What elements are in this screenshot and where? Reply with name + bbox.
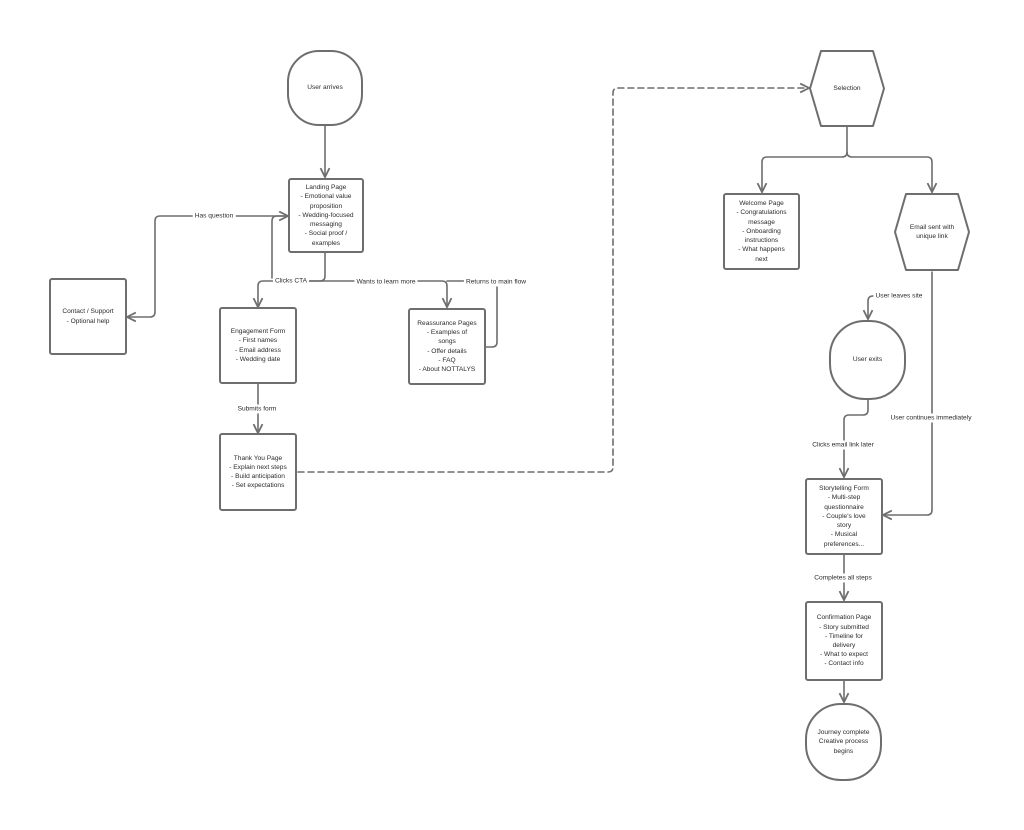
node-line: - Email address	[235, 346, 281, 354]
node-line: songs	[438, 338, 456, 346]
node-line: - Story submitted	[819, 623, 869, 631]
node-line: proposition	[309, 202, 343, 210]
node-line: - Timeline for	[824, 632, 864, 640]
edge-exits-storytelling	[844, 399, 869, 476]
edge-selection-welcome	[762, 126, 848, 191]
node-line: - Contact info	[824, 660, 864, 668]
node-contact-support: Contact / Support- Optional help	[49, 278, 127, 355]
label-wants-to-learn-more: Wants to learn more	[354, 277, 418, 287]
node-line: begins	[833, 747, 854, 755]
node-title: Contact / Support	[62, 308, 114, 316]
edge-landing-split	[309, 252, 326, 282]
node-line: - First names	[238, 337, 278, 345]
node-line: - Musical	[830, 531, 858, 539]
node-line: instructions	[744, 237, 779, 245]
label-clicks-email-link: Clicks email link later	[810, 440, 876, 450]
node-line: story	[836, 522, 852, 530]
node-title: Selection	[833, 84, 861, 92]
node-title: Reassurance Pages	[417, 319, 477, 327]
node-line: - Social proof /	[304, 230, 348, 238]
node-line: message	[748, 218, 775, 226]
node-line: - Wedding-focused	[298, 211, 354, 219]
node-thank-you-page: Thank You Page- Explain next steps - Buil…	[219, 433, 297, 511]
node-line: - Multi-step	[827, 494, 861, 502]
label-completes-all-steps: Completes all steps	[812, 573, 874, 583]
edge-landing-contact	[128, 215, 289, 317]
node-email-sent: Email sent with unique link	[894, 193, 970, 271]
edge-email-exits	[868, 295, 905, 318]
node-line: examples	[311, 239, 341, 247]
node-line: - Wedding date	[235, 355, 281, 363]
node-title: Engagement Form	[230, 328, 286, 336]
node-line: preferences...	[823, 540, 865, 548]
node-user-exits: User exits	[829, 320, 906, 400]
node-line: - Offer details	[427, 347, 467, 355]
label-returns-to-main-flow: Returns to main flow	[463, 277, 529, 287]
label-has-question: Has question	[192, 211, 236, 221]
node-title: Journey complete	[817, 729, 870, 737]
node-line: - Onboarding	[742, 227, 781, 235]
edge-to-reassurance	[309, 280, 447, 306]
label-user-leaves-site: User leaves site	[873, 291, 925, 301]
node-line: questionnaire	[824, 503, 864, 511]
edge-selection-email	[846, 151, 932, 191]
node-line: - Couple's love	[822, 512, 866, 520]
edge-email-storytelling	[884, 271, 933, 515]
node-title: Confirmation Page	[816, 614, 872, 622]
node-line: delivery	[832, 642, 856, 649]
node-line: - Emotional value	[300, 193, 352, 201]
node-title: Landing Page	[305, 184, 347, 192]
edge-to-engagement	[258, 280, 311, 306]
node-line: - Congratulations	[736, 209, 787, 217]
node-line: unique link	[916, 233, 948, 240]
node-title: Thank You Page	[233, 454, 283, 462]
edge-thankyou-selection	[297, 88, 808, 473]
label-clicks-cta: Clicks CTA	[272, 276, 310, 286]
node-title: Storytelling Form	[819, 485, 869, 493]
node-line: - What happens	[738, 246, 785, 254]
node-line: messaging	[310, 221, 342, 229]
label-user-continues: User continues immediately	[888, 413, 974, 423]
node-title: Welcome Page	[739, 200, 784, 208]
node-engagement-form: Engagement Form- First names- Email addr…	[219, 307, 297, 384]
node-line: Creative process	[818, 738, 869, 746]
node-line: - Set expectations	[231, 482, 285, 490]
label-submits-form: Submits form	[235, 404, 279, 414]
node-line: - About NOTTALYS	[418, 365, 476, 373]
node-line: - Examples of	[426, 329, 468, 337]
node-line: - FAQ	[438, 356, 456, 364]
node-line: - Explain next steps	[229, 463, 287, 471]
edge-cta-back	[271, 216, 287, 279]
node-confirmation-page: Confirmation Page- Story submitted- Time…	[805, 601, 883, 681]
node-line: - Build anticipation	[231, 473, 285, 480]
node-selection: Selection	[809, 50, 885, 127]
node-user-arrives: User arrives	[287, 50, 363, 126]
node-line: - What to expect	[819, 651, 868, 659]
node-title: Email sent with	[909, 223, 955, 231]
node-line: next	[755, 255, 768, 263]
node-line: - Optional help	[66, 317, 110, 325]
node-title: User arrives	[307, 84, 343, 92]
node-title: User exits	[852, 356, 883, 364]
